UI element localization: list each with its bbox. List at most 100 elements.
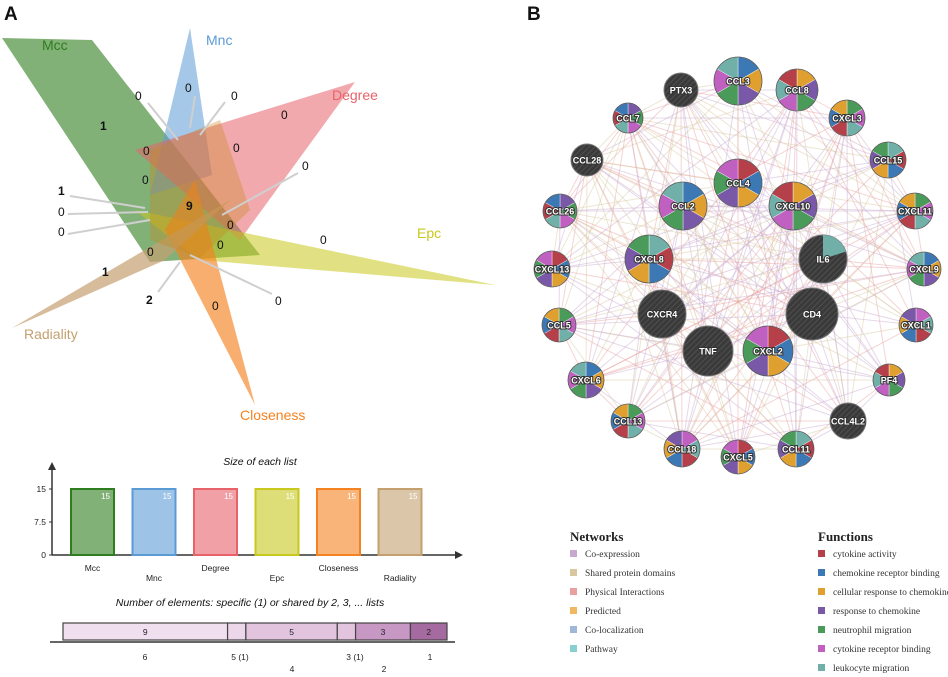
node-ccl13[interactable]: CCL13: [610, 403, 646, 439]
network-edge: [737, 80, 797, 450]
network-edge: [737, 182, 769, 352]
node-il6[interactable]: IL6: [798, 234, 848, 284]
network-edge: [558, 258, 824, 326]
node-ccl26[interactable]: CCL26: [542, 193, 578, 229]
node-outline: [869, 141, 907, 179]
node-outline: [906, 251, 942, 287]
node-ccl4l2[interactable]: CCL4L2: [829, 402, 867, 440]
venn-label-epc: Epc: [417, 225, 441, 241]
shared-axis-label: 4: [290, 664, 295, 674]
node-cd4[interactable]: CD4: [785, 287, 839, 341]
node-cxcl5[interactable]: CXCL5: [720, 439, 756, 475]
size-bar-radiality: [377, 488, 423, 556]
network-edge: [737, 80, 916, 212]
node-outline: [610, 403, 646, 439]
node-cxcl11[interactable]: CXCL11: [896, 192, 934, 230]
network-edge: [648, 205, 794, 260]
node-pf4[interactable]: PF4: [872, 363, 906, 397]
network-edge: [627, 420, 797, 450]
network-edge: [846, 117, 925, 270]
node-label: CCL7: [616, 114, 640, 124]
network-edge: [551, 210, 916, 270]
network-edge: [682, 117, 848, 207]
venn-count: 1: [102, 265, 109, 279]
network-edge: [681, 89, 798, 450]
network-edge: [627, 117, 769, 352]
node-label: CXCL10: [776, 202, 811, 212]
node-label: TNF: [699, 347, 717, 357]
node-cxcl1[interactable]: CXCL1: [898, 307, 934, 343]
node-ccl15[interactable]: CCL15: [869, 141, 907, 179]
node-ptx3[interactable]: PTX3: [663, 72, 699, 108]
network-edge: [680, 89, 925, 270]
size-bar-degree: [193, 488, 238, 556]
node-cxcl9[interactable]: CXCL9: [906, 251, 942, 287]
network-edge: [681, 313, 813, 450]
node-label: CCL2: [671, 202, 695, 212]
network-edge: [559, 210, 769, 352]
legend-network-item: Co-expression: [585, 550, 640, 560]
node-disc: [570, 143, 604, 177]
node-ccl11[interactable]: CCL11: [777, 430, 815, 468]
node-label: CXCL2: [753, 347, 783, 357]
node-ccl18[interactable]: CCL18: [663, 430, 701, 468]
node-cxcl2[interactable]: CXCL2: [742, 325, 794, 377]
network-edge: [792, 205, 890, 381]
network-edge: [627, 117, 848, 422]
venn-petal-degree: [135, 82, 355, 240]
node-cxcl10[interactable]: CXCL10: [768, 181, 818, 231]
venn-count: 0: [58, 205, 65, 219]
legend-function-item: chemokine receptor binding: [833, 569, 940, 579]
venn-core: [150, 120, 250, 258]
shared-axis-label: 2: [382, 664, 387, 674]
network-edge: [558, 205, 684, 326]
node-label: CCL26: [546, 207, 575, 217]
network-edge: [627, 117, 739, 458]
size-bar-epc: [254, 488, 300, 556]
node-label: CD4: [803, 310, 821, 320]
venn-petal-radiality: [12, 200, 230, 328]
network-edge: [559, 210, 824, 260]
network-edge: [648, 258, 925, 270]
node-ccl28[interactable]: CCL28: [570, 143, 604, 177]
node-tnf[interactable]: TNF: [682, 325, 734, 377]
network-edge: [627, 210, 916, 422]
node-ccl4[interactable]: CCL4: [713, 158, 763, 208]
network-edge: [586, 159, 917, 326]
node-ccl5[interactable]: CCL5: [541, 307, 577, 343]
node-outline: [612, 102, 644, 134]
network-edge: [559, 210, 709, 352]
network-edge: [627, 350, 769, 422]
network-edge: [558, 324, 797, 450]
node-outline: [896, 192, 934, 230]
network-edge: [846, 117, 890, 381]
node-label: CXCL13: [535, 265, 570, 275]
shared-segment-label: 9: [143, 627, 148, 637]
node-cxcl6[interactable]: CXCL6: [567, 361, 605, 399]
node-ccl3[interactable]: CCL3: [713, 56, 763, 106]
node-ccl7[interactable]: CCL7: [612, 102, 644, 134]
node-ccl8[interactable]: CCL8: [775, 68, 819, 112]
node-label: PF4: [881, 376, 898, 386]
network-edge: [707, 117, 848, 352]
network-edge: [627, 89, 798, 422]
network-edge: [681, 80, 739, 450]
network-edge: [585, 89, 798, 381]
node-disc: [829, 402, 867, 440]
node-ccl2[interactable]: CCL2: [658, 181, 708, 231]
node-cxcl3[interactable]: CXCL3: [828, 99, 866, 137]
size-chart-y-tick: 7.5: [34, 517, 46, 527]
venn-label-radiality: Radiality: [24, 326, 78, 342]
node-cxcr4[interactable]: CXCR4: [637, 289, 687, 339]
node-outline: [768, 181, 818, 231]
network-edge: [707, 182, 739, 352]
node-cxcl13[interactable]: CXCL13: [533, 250, 571, 288]
network-edge: [627, 205, 794, 422]
network-edge: [737, 89, 798, 458]
network-edge: [586, 159, 663, 315]
node-label: CXCL5: [723, 453, 753, 463]
network-edge: [767, 117, 848, 352]
node-cxcl8[interactable]: CXCL8: [624, 234, 674, 284]
